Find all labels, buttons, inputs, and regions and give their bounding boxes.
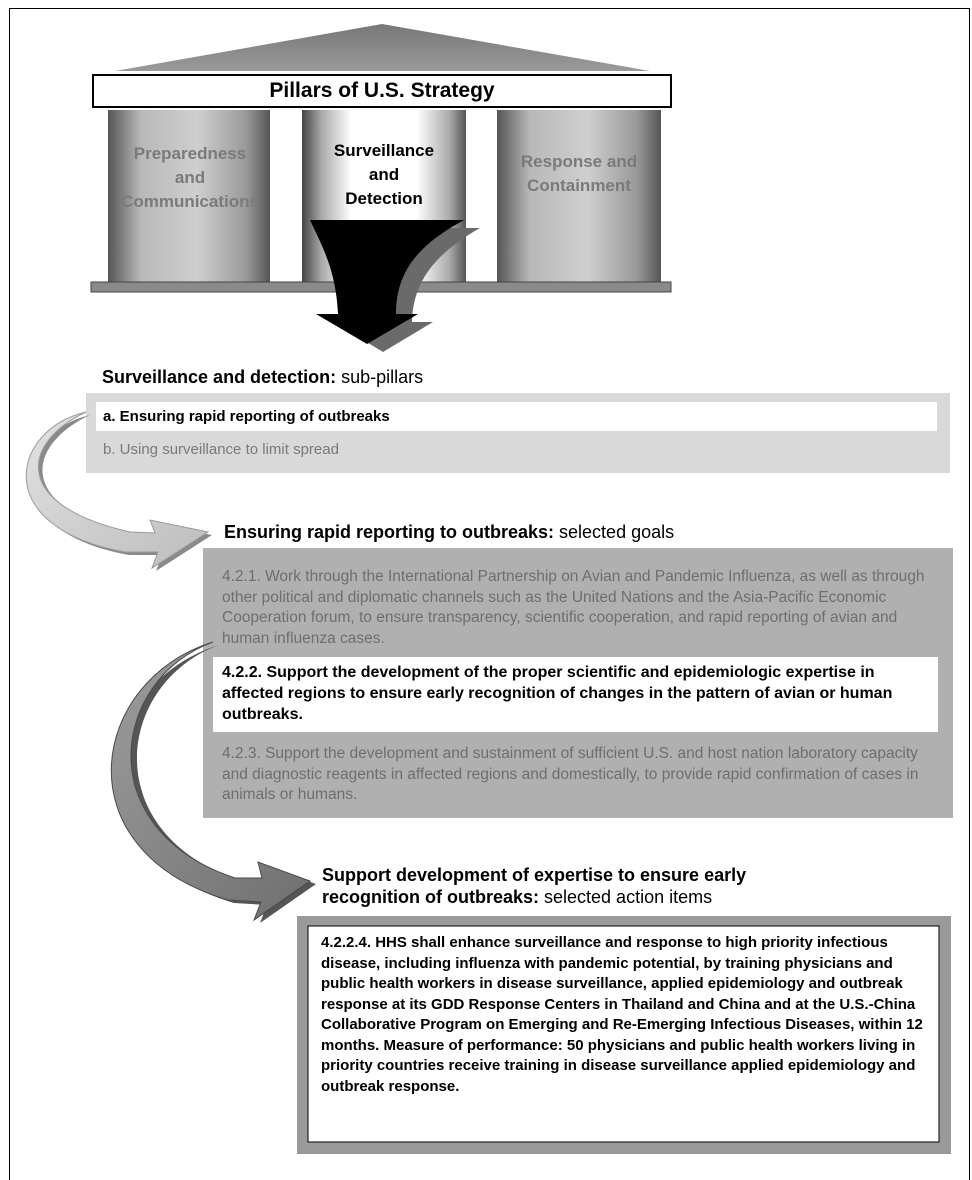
subpillar-selected-bg: [96, 402, 937, 431]
subpillar-item-a[interactable]: a. Ensuring rapid reporting of outbreaks: [103, 408, 390, 425]
funnel-arrow: [310, 220, 464, 344]
pillar-column-1: [108, 110, 270, 282]
subpillars-heading-bold: Surveillance and detection:: [102, 367, 337, 387]
pillar-preparedness-line-3: Communications: [121, 192, 259, 211]
strategy-title: Pillars of U.S. Strategy: [269, 79, 495, 102]
goal-item-4-2-3[interactable]: 4.2.3. Support the development and susta…: [222, 745, 919, 803]
subpillar-item-b[interactable]: b. Using surveillance to limit spread: [103, 441, 339, 458]
pillar-column-3: [497, 110, 661, 282]
actions-heading: Support development of expertise to ensu…: [322, 864, 746, 908]
action-item-4-2-2-4[interactable]: 4.2.2.4. HHS shall enhance surveillance …: [321, 934, 923, 1095]
pillar-surveillance-line-1: Surveillance: [333, 141, 435, 160]
pillar-response[interactable]: Response and Containment: [497, 150, 661, 198]
action-box-inner: [307, 925, 940, 1143]
pillar-response-line-1: Response and: [520, 152, 638, 171]
curved-arrow-1: [25, 411, 210, 570]
curved-arrow-2: [110, 641, 312, 922]
subpillars-heading: Surveillance and detection: sub-pillars: [102, 366, 423, 388]
roof: [115, 24, 650, 71]
goal-item-4-2-2[interactable]: 4.2.2. Support the development of the pr…: [222, 664, 893, 723]
pillar-preparedness[interactable]: Preparedness and Communications: [108, 142, 272, 214]
actions-heading-bold-1: Support development of expertise to ensu…: [322, 865, 747, 885]
pillar-surveillance-line-3: Detection: [345, 189, 423, 208]
roof-beam: [92, 74, 672, 108]
page-frame: [9, 8, 970, 1180]
actions-heading-bold-2: recognition of outbreaks:: [322, 887, 540, 907]
subpillars-heading-rest: sub-pillars: [336, 367, 424, 387]
goals-heading-bold: Ensuring rapid reporting to outbreaks:: [224, 522, 555, 542]
pillar-preparedness-line-1: Preparedness: [133, 144, 247, 163]
goals-heading: Ensuring rapid reporting to outbreaks: s…: [224, 521, 674, 543]
goal-item-4-2-1[interactable]: 4.2.1. Work through the International Pa…: [222, 568, 925, 647]
pillar-surveillance[interactable]: Surveillance and Detection: [302, 139, 466, 211]
goals-heading-rest: selected goals: [554, 522, 675, 542]
pillar-response-line-2: Containment: [527, 176, 631, 195]
pillar-preparedness-line-2: and: [174, 168, 206, 187]
actions-heading-rest: selected action items: [539, 887, 713, 907]
goal-selected-bg: [213, 657, 938, 732]
pillar-surveillance-line-2: and: [368, 165, 400, 184]
